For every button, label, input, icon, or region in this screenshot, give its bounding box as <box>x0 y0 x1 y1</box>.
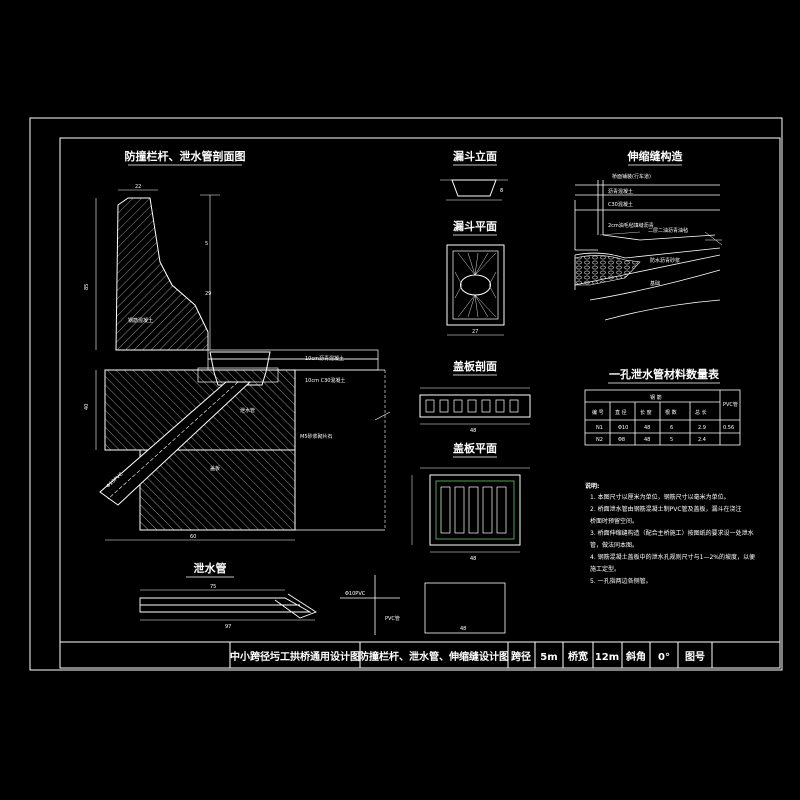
svg-text:沥青混凝土: 沥青混凝土 <box>608 188 633 195</box>
expansion-joint-title: 伸缩缝构造 <box>627 149 684 163</box>
span-label: 跨径 <box>511 650 531 663</box>
svg-text:2.4: 2.4 <box>698 437 706 443</box>
funnel-radial-lines <box>454 252 497 318</box>
svg-text:75: 75 <box>210 584 216 590</box>
quantity-table <box>584 389 741 446</box>
drain-pipe-section <box>99 381 252 506</box>
svg-text:40: 40 <box>84 404 90 410</box>
span-value: 5m <box>540 652 557 663</box>
svg-text:桥面铺装(行车道): 桥面铺装(行车道) <box>612 173 651 180</box>
svg-text:29: 29 <box>205 291 211 297</box>
title-block <box>59 641 781 669</box>
drain-pipe-elevation <box>139 589 317 621</box>
svg-text:48: 48 <box>644 425 650 431</box>
svg-text:85: 85 <box>84 284 90 290</box>
svg-text:8: 8 <box>500 188 503 194</box>
svg-text:2cm油毛毡填缝沥青: 2cm油毛毡填缝沥青 <box>608 222 654 229</box>
width-label: 桥宽 <box>568 650 588 663</box>
pipe-detail <box>340 575 506 635</box>
funnel-plan-title: 漏斗平面 <box>453 219 497 233</box>
svg-text:22: 22 <box>135 184 141 190</box>
note-line: 施工定型。 <box>590 565 620 573</box>
expansion-joint-drawing <box>574 180 721 321</box>
note-line: 2. 桥面泄水管由钢筋混凝土制PVC管及盖板，漏斗在浇注 <box>590 505 742 513</box>
svg-text:5: 5 <box>670 437 673 443</box>
svg-text:编 号: 编 号 <box>592 409 604 416</box>
note-line: 管，做法同本图。 <box>590 541 638 549</box>
svg-text:直 径: 直 径 <box>615 409 627 416</box>
funnel-hole <box>460 274 491 296</box>
parapet-body <box>115 197 209 351</box>
svg-text:48: 48 <box>644 437 650 443</box>
svg-text:钢 筋: 钢 筋 <box>650 394 662 401</box>
svg-text:N1: N1 <box>596 425 603 431</box>
notes-heading: 说明: <box>585 482 599 490</box>
quantity-table-title: 一孔泄水管材料数量表 <box>609 367 720 381</box>
note-line: 3. 桥面伸缩缝构造（配合主桥施工）按图纸的要求设一处泄水 <box>590 529 754 537</box>
svg-text:0.56: 0.56 <box>723 425 734 431</box>
svg-text:48: 48 <box>470 556 476 562</box>
cover-plan-title: 盖板平面 <box>453 441 497 455</box>
svg-text:6: 6 <box>670 425 673 431</box>
funnel-elevation-shape <box>451 179 497 197</box>
cover-section-title: 盖板剖面 <box>453 359 497 373</box>
svg-text:Φ8: Φ8 <box>618 437 625 443</box>
svg-text:长 度: 长 度 <box>640 409 652 416</box>
svg-text:Φ10PVC: Φ10PVC <box>345 591 366 597</box>
svg-text:N2: N2 <box>596 437 603 443</box>
drain-pipe-title: 泄水管 <box>194 561 227 575</box>
note-line: 5. 一孔指两边各侧管。 <box>590 577 652 585</box>
svg-text:Φ10: Φ10 <box>618 425 628 431</box>
cover-section-shape <box>419 394 531 418</box>
cover-plan-slots <box>440 486 507 534</box>
svg-text:60: 60 <box>190 534 196 540</box>
svg-text:PVC管: PVC管 <box>385 615 400 622</box>
funnel-plan-outer <box>446 244 505 326</box>
note-line: 4. 钢筋混凝土盖板中的泄水孔规则尺寸与1—2%的坡度，以便 <box>590 553 755 561</box>
svg-text:基础: 基础 <box>650 280 660 287</box>
note-line: 1. 本图尺寸以厘米为单位，钢筋尺寸以毫米为单位。 <box>590 493 730 501</box>
svg-text:盖板: 盖板 <box>210 465 220 472</box>
svg-text:48: 48 <box>460 626 466 632</box>
svg-text:PVC管: PVC管 <box>723 401 738 408</box>
skew-label: 斜角 <box>625 650 646 663</box>
svg-text:泄水管: 泄水管 <box>240 407 255 414</box>
gravel-fill <box>574 255 641 286</box>
svg-text:5: 5 <box>205 241 208 247</box>
svg-text:根 数: 根 数 <box>665 409 677 416</box>
svg-text:2.9: 2.9 <box>698 425 706 431</box>
svg-text:钢筋混凝土: 钢筋混凝土 <box>128 317 153 324</box>
svg-text:二层二油沥青油毡: 二层二油沥青油毡 <box>648 227 688 234</box>
note-line: 桥面时预留空间。 <box>590 517 638 525</box>
lower-block <box>139 449 296 531</box>
main-section-title: 防撞栏杆、泄水管剖面图 <box>125 149 246 163</box>
svg-text:总 长: 总 长 <box>695 409 707 416</box>
funnel-elevation-title: 漏斗立面 <box>453 149 497 163</box>
width-value: 12m <box>595 652 619 663</box>
svg-text:97: 97 <box>225 624 231 630</box>
svg-text:27: 27 <box>472 329 478 335</box>
sheet-label: 图号 <box>685 651 705 663</box>
svg-text:10cm C30混凝土: 10cm C30混凝土 <box>305 377 345 384</box>
project-title: 中小跨径圬工拱桥通用设计图 <box>230 650 360 663</box>
pavement-layer <box>207 349 379 360</box>
svg-text:10cm沥青混凝土: 10cm沥青混凝土 <box>305 355 344 362</box>
svg-text:48: 48 <box>470 428 476 434</box>
cover-section-ribs <box>425 399 519 413</box>
skew-value: 0° <box>658 652 670 663</box>
svg-text:防水沥青砂浆: 防水沥青砂浆 <box>650 257 680 264</box>
svg-text:C30混凝土: C30混凝土 <box>608 201 633 208</box>
funnel-section <box>209 351 271 386</box>
drawing-title: 防撞栏杆、泄水管、伸缩缝设计图 <box>359 650 509 663</box>
cover-plan-outer <box>429 474 521 546</box>
svg-text:M5砂浆砌片石: M5砂浆砌片石 <box>300 433 333 440</box>
outer-border <box>29 117 783 671</box>
